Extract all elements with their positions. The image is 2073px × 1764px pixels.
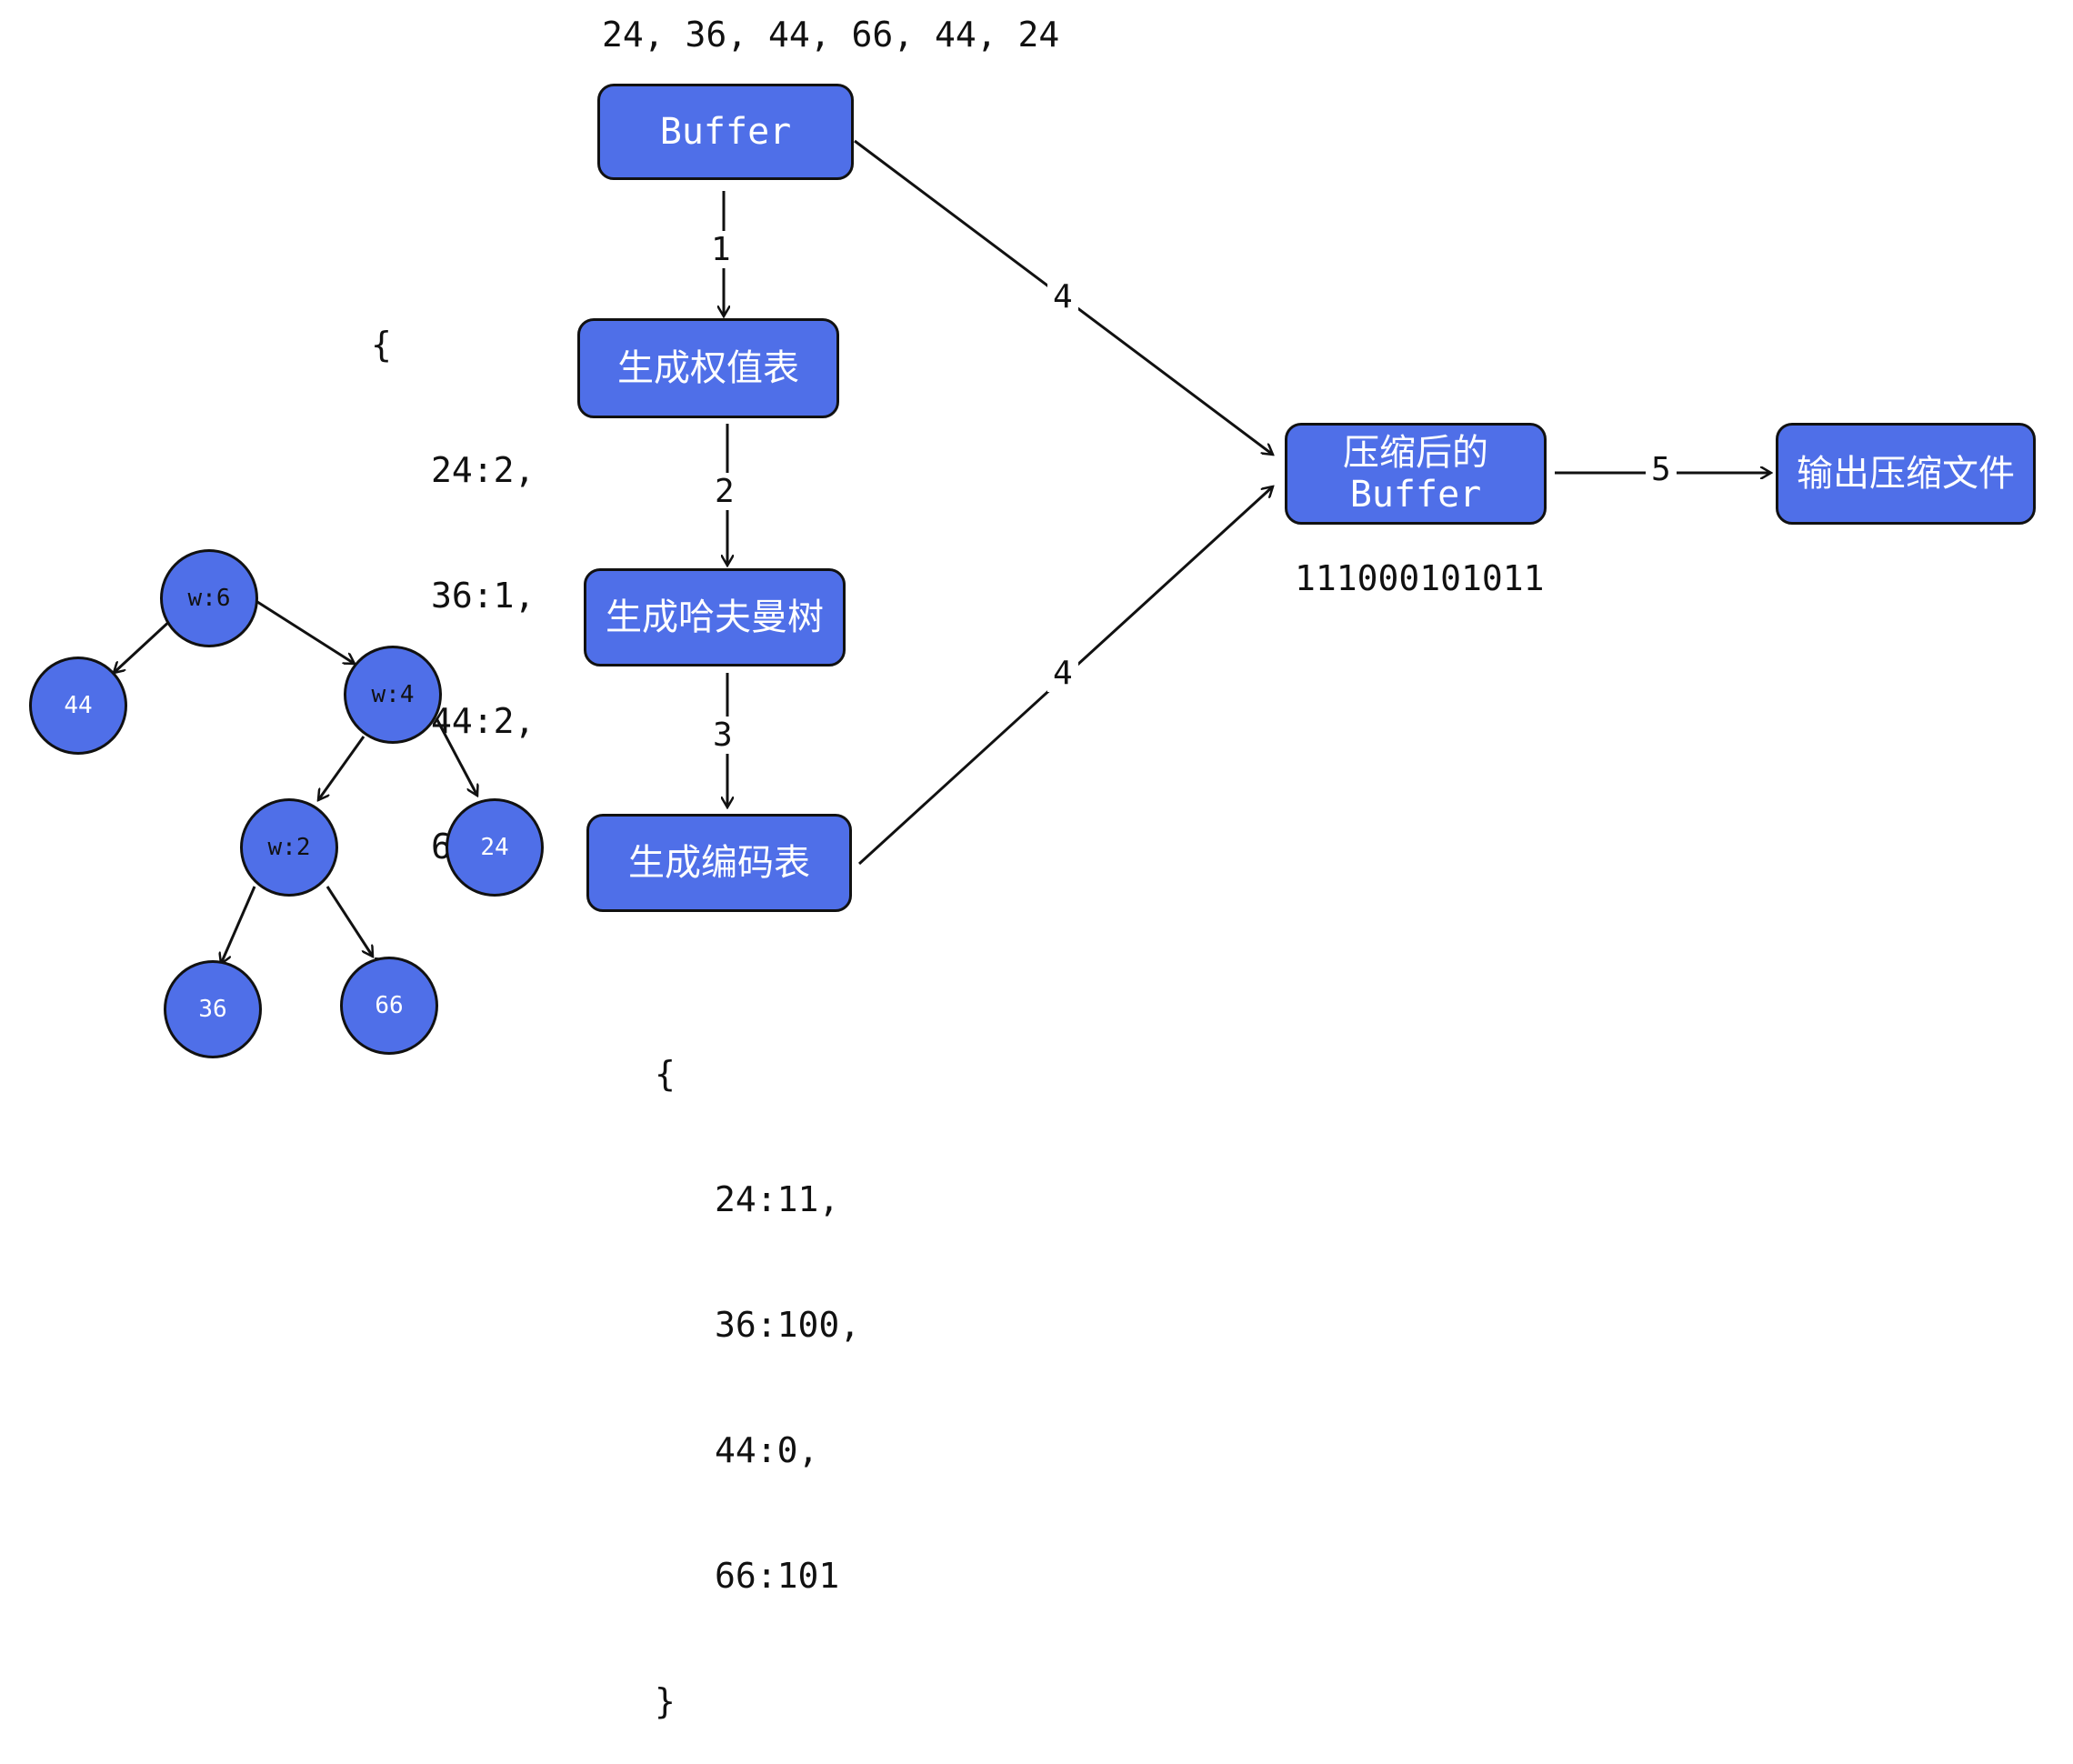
tree-node-24: 24 <box>446 798 544 897</box>
edge-label-3: 3 <box>707 717 738 754</box>
code-map-close: } <box>655 1681 676 1721</box>
code-map-line: 44:0, <box>715 1430 819 1470</box>
edge-label-1: 1 <box>706 231 736 268</box>
weight-table-box-label: 生成权值表 <box>617 347 799 389</box>
tree-edge-w4-24 <box>435 717 477 796</box>
huffman-tree-box-label: 生成哈夫曼树 <box>606 596 824 638</box>
code-table-box: 生成编码表 <box>586 814 852 912</box>
edge-label-2: 2 <box>709 473 740 510</box>
compressed-buffer-box: 压缩后的 Buffer <box>1285 423 1547 525</box>
output-file-box: 输出压缩文件 <box>1776 423 2036 525</box>
edge-label-4b: 4 <box>1047 655 1078 692</box>
weight-map: { 24:2, 36:1, 44:2, 66:1 } <box>371 240 535 1035</box>
tree-node-44: 44 <box>29 656 127 755</box>
tree-node-w4: w:4 <box>344 646 442 744</box>
tree-node-root: w:6 <box>160 549 258 647</box>
buffer-box-label: Buffer <box>659 111 792 153</box>
tree-edge-w2-36 <box>221 886 256 964</box>
code-map-line: 24:11, <box>715 1179 840 1219</box>
edge-label-4a: 4 <box>1047 278 1078 316</box>
tree-node-36: 36 <box>164 960 262 1058</box>
tree-edge-root-w4 <box>254 598 355 664</box>
input-sequence: 24, 36, 44, 66, 44, 24 <box>602 15 1060 55</box>
compressed-bits: 111000101011 <box>1295 558 1545 598</box>
output-file-box-label: 输出压缩文件 <box>1797 453 2015 495</box>
code-map-line: 36:100, <box>715 1305 861 1345</box>
buffer-box: Buffer <box>597 84 854 180</box>
tree-edge-w4-w2 <box>318 736 366 800</box>
code-map-open: { <box>655 1054 676 1094</box>
edge-label-5: 5 <box>1646 451 1677 488</box>
weight-map-line: 24:2, <box>431 450 536 490</box>
compressed-buffer-box-line2: Buffer <box>1349 474 1482 516</box>
weight-map-open: { <box>371 325 392 365</box>
weight-map-line: 36:1, <box>431 576 536 616</box>
code-table-box-label: 生成编码表 <box>628 842 810 884</box>
tree-node-66: 66 <box>340 957 438 1055</box>
diagram-connectors <box>0 139 2073 1224</box>
weight-table-box: 生成权值表 <box>577 318 839 418</box>
weight-map-line: 44:2, <box>431 701 536 741</box>
tree-edge-root-44 <box>114 616 175 673</box>
huffman-tree-box: 生成哈夫曼树 <box>584 568 846 667</box>
tree-node-w2: w:2 <box>240 798 338 897</box>
code-map: { 24:11, 36:100, 44:0, 66:101 } <box>655 969 860 1764</box>
compressed-buffer-box-line1: 压缩后的 <box>1343 432 1488 474</box>
tree-edge-w2-66 <box>325 886 373 957</box>
code-map-line: 66:101 <box>715 1556 840 1596</box>
